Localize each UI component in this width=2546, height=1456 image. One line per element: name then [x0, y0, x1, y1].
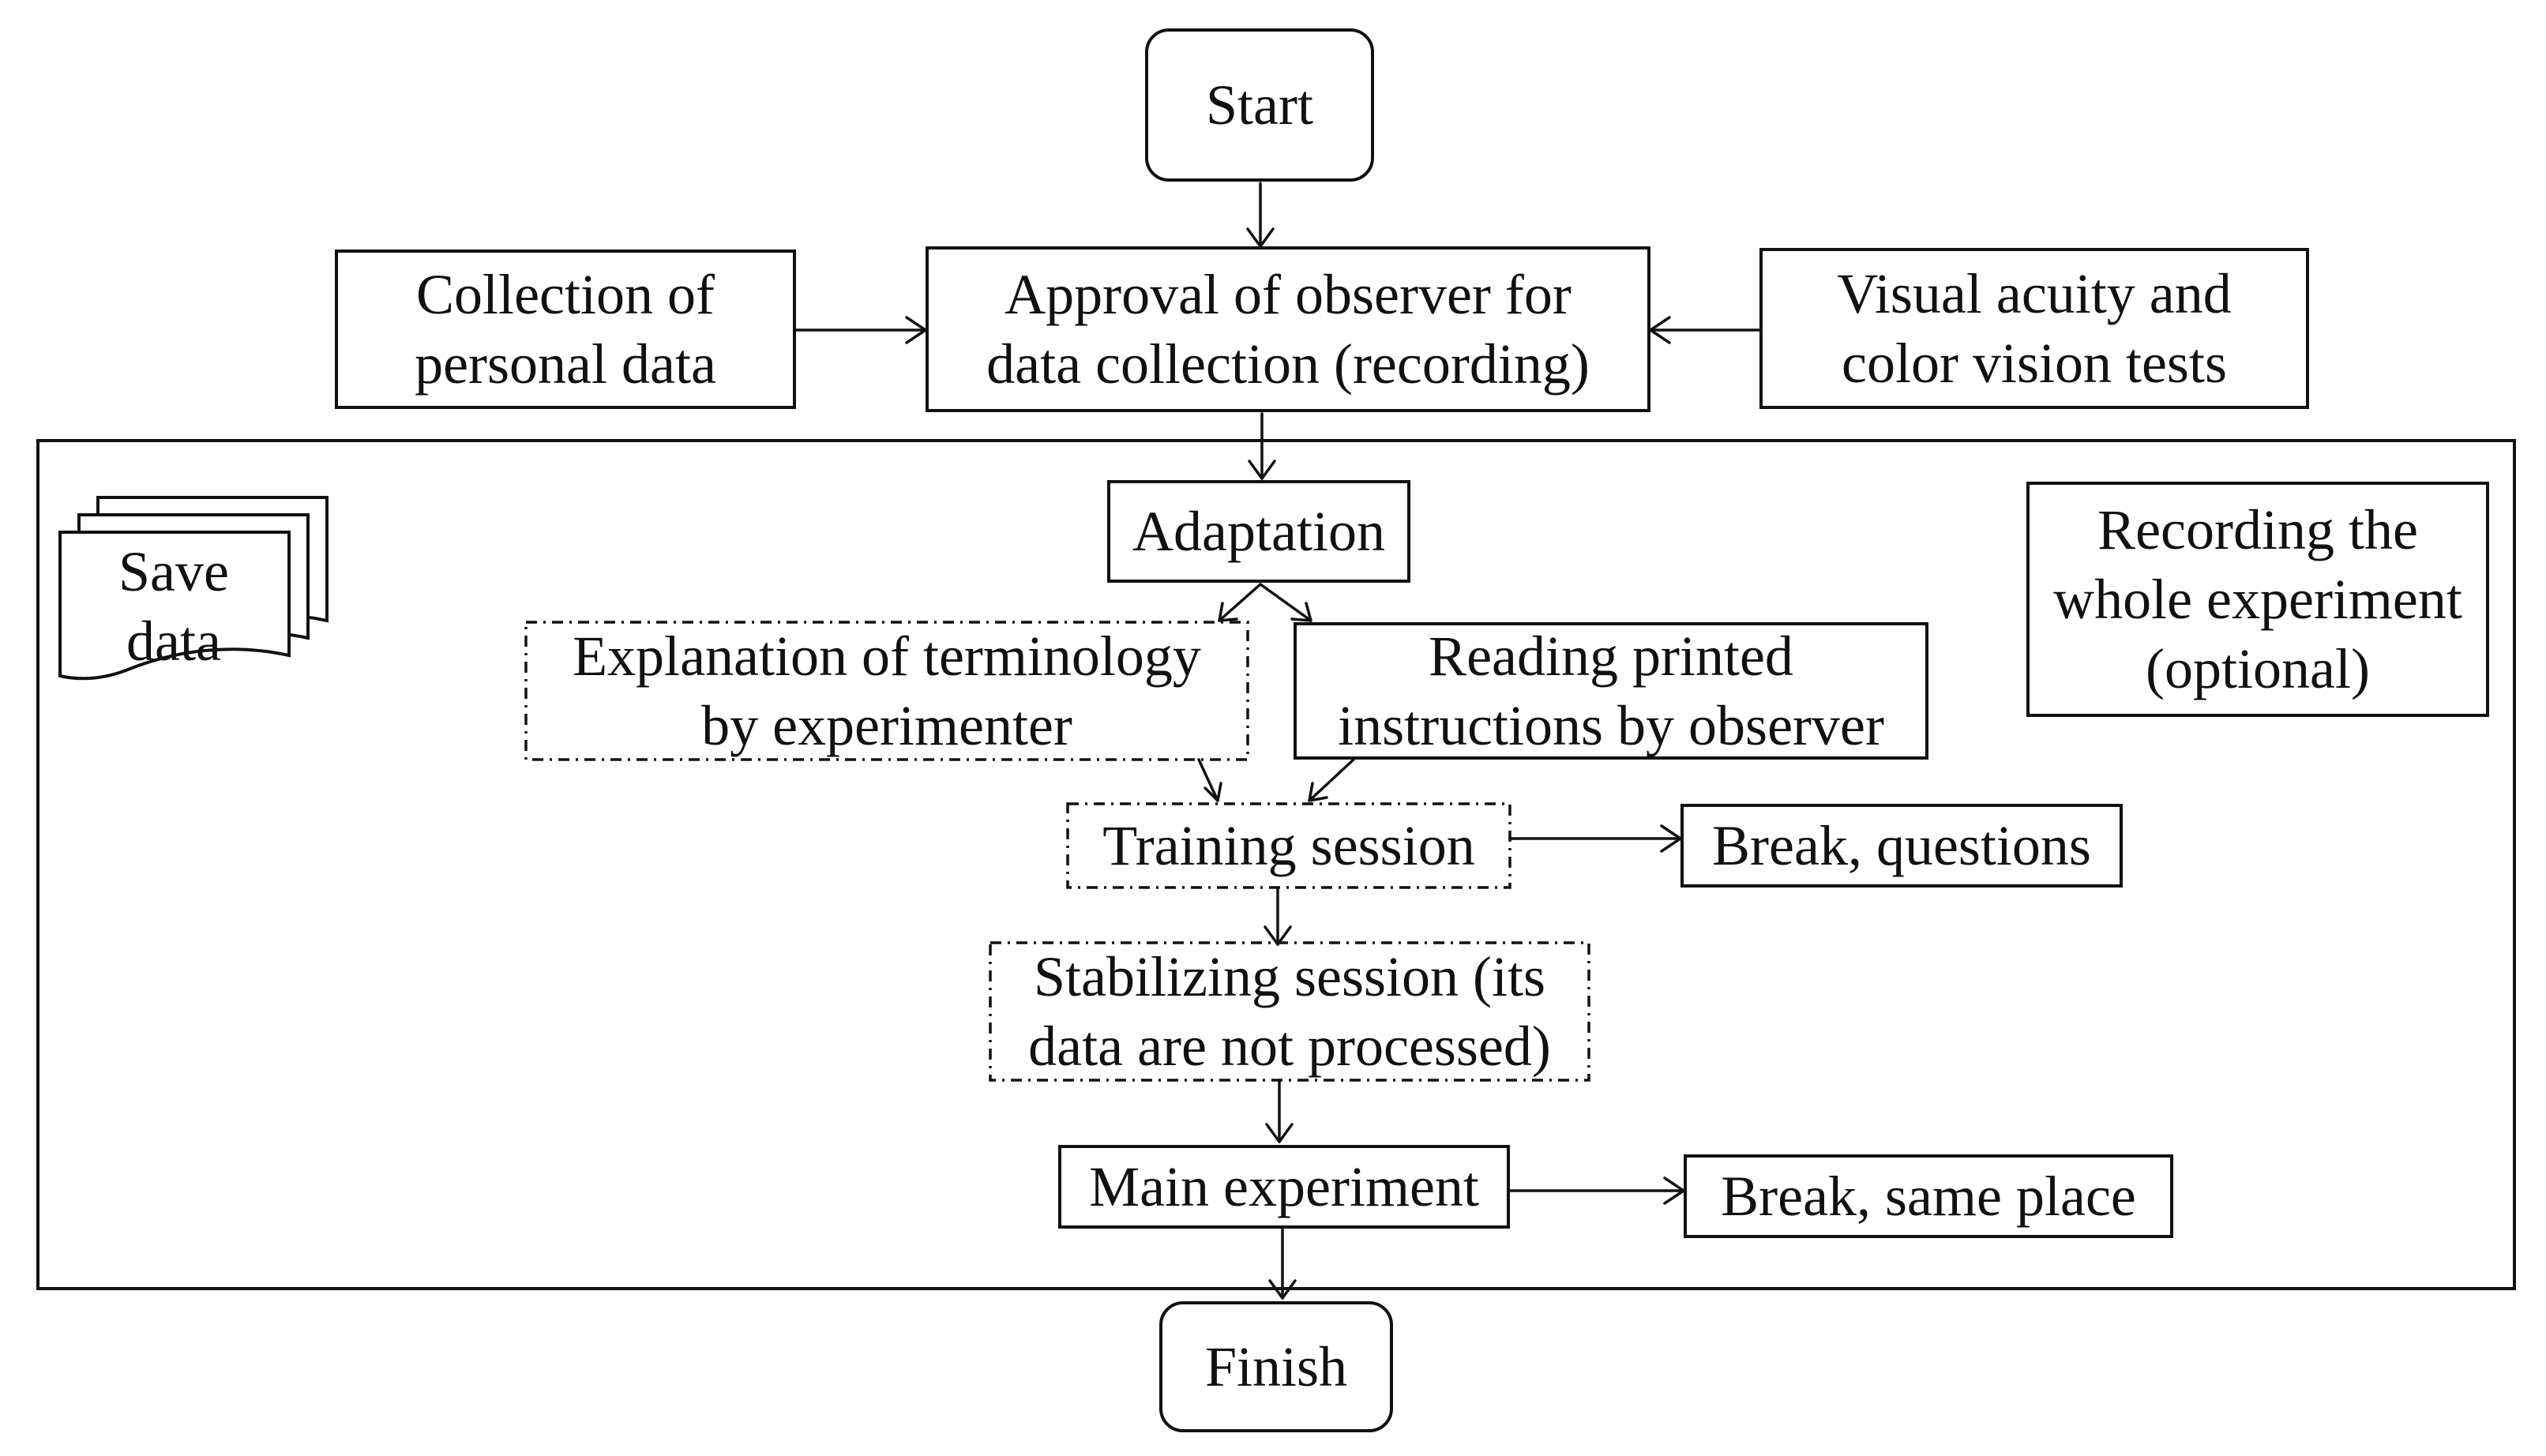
edge-main-finish: [1268, 1227, 1297, 1300]
collection-node: Collection of personal data: [335, 250, 796, 409]
edge-collection-approval: [794, 316, 927, 344]
approval-node: Approval of observer for data collection…: [926, 246, 1650, 412]
explanation-label: Explanation of terminology by experiment…: [573, 625, 1201, 757]
stabilizing-border: [989, 941, 1590, 1082]
stabilizing-node: Stabilizing session (its data are not pr…: [990, 943, 1589, 1080]
edge-stabilizing-main: [1265, 1079, 1294, 1143]
edge-approval-adaptation: [1248, 412, 1276, 480]
recording-node: Recording the whole experiment (optional…: [2026, 482, 2489, 717]
break-same-place-label: Break, same place: [1721, 1165, 2136, 1228]
edge-visual-approval: [1649, 316, 1761, 344]
recording-label: Recording the whole experiment (optional…: [2053, 498, 2462, 700]
adaptation-node: Adaptation: [1107, 480, 1410, 583]
training-node: Training session: [1068, 804, 1510, 887]
visual-label: Visual acuity and color vision tests: [1837, 262, 2232, 395]
explanation-node: Explanation of terminology by experiment…: [526, 622, 1248, 760]
edge-explanation-training: [1197, 758, 1222, 802]
finish-label: Finish: [1204, 1335, 1348, 1398]
edge-training-stabilizing: [1264, 886, 1292, 946]
edge-training-break: [1508, 824, 1682, 853]
start-node: Start: [1145, 28, 1374, 182]
adaptation-label: Adaptation: [1132, 500, 1385, 563]
collection-label: Collection of personal data: [415, 263, 716, 396]
edge-start-approval: [1246, 182, 1275, 248]
stabilizing-label: Stabilizing session (its data are not pr…: [1028, 945, 1551, 1078]
reading-node: Reading printed instructions by observer: [1294, 622, 1928, 760]
save-data-icon: [58, 496, 329, 681]
training-label: Training session: [1102, 814, 1475, 877]
start-label: Start: [1206, 73, 1313, 137]
main-experiment-label: Main experiment: [1089, 1155, 1479, 1218]
edge-main-break: [1508, 1176, 1685, 1205]
edge-adaptation-explanation: [1218, 583, 1262, 622]
break-questions-label: Break, questions: [1712, 814, 2091, 877]
break-questions-node: Break, questions: [1680, 804, 2123, 887]
main-experiment-node: Main experiment: [1058, 1145, 1510, 1229]
approval-label: Approval of observer for data collection…: [986, 263, 1590, 396]
explanation-border: [524, 621, 1249, 761]
finish-node: Finish: [1159, 1301, 1393, 1432]
break-same-place-node: Break, same place: [1684, 1154, 2173, 1238]
training-border: [1066, 802, 1511, 889]
save-data-label: Save data: [118, 540, 229, 673]
edge-adaptation-reading: [1259, 583, 1312, 622]
edge-reading-training: [1308, 758, 1355, 802]
reading-label: Reading printed instructions by observer: [1338, 625, 1884, 757]
visual-node: Visual acuity and color vision tests: [1759, 248, 2309, 409]
